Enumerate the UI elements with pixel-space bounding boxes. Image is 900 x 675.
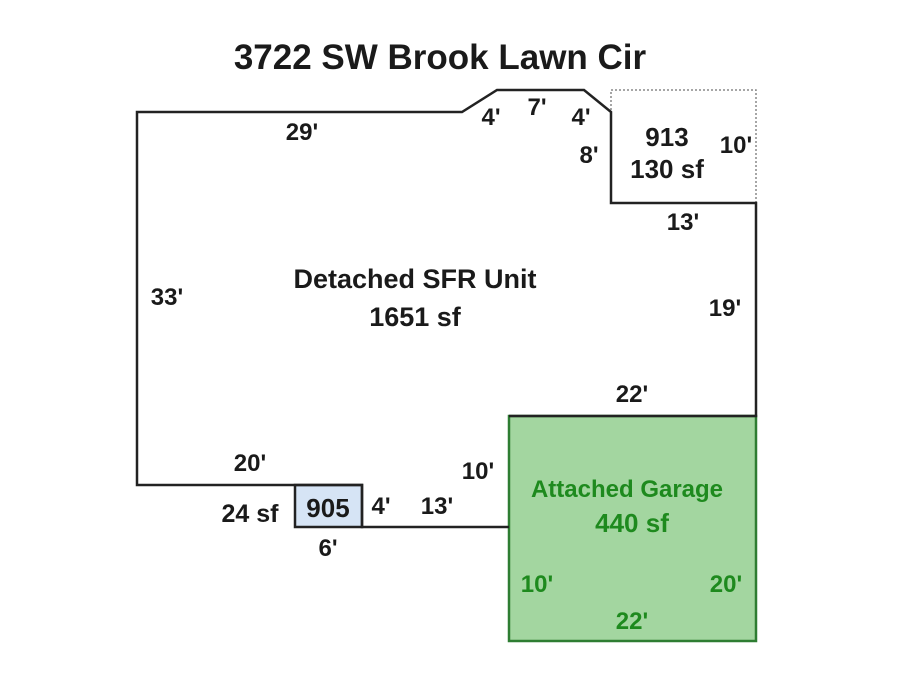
room-905-area: 24 sf (222, 500, 280, 528)
room-913-code: 913 (645, 122, 688, 152)
garage-area (507, 414, 758, 643)
dim-garage-left: 10' (521, 571, 553, 598)
main-unit-area: 1651 sf (369, 302, 462, 332)
garage-name: Attached Garage (531, 476, 723, 503)
main-unit-outline (135, 88, 758, 529)
dim-garage-top: 22' (616, 381, 648, 408)
room-905-code: 905 (306, 493, 349, 523)
room-913-area: 130 sf (630, 154, 704, 184)
dim-garage-bottom: 22' (616, 608, 648, 635)
dim-bottom-left: 20' (234, 450, 266, 477)
dim-left-side: 33' (151, 284, 183, 311)
dim-bay-left: 4' (481, 104, 500, 131)
main-unit-name: Detached SFR Unit (293, 264, 536, 294)
dim-step-13: 13' (667, 209, 699, 236)
dim-bottom-13: 13' (421, 493, 453, 520)
dim-bay-right-side: 8' (579, 142, 598, 169)
dim-bay-top: 7' (527, 94, 546, 121)
dim-garage-right: 20' (710, 571, 742, 598)
room-913-outline (610, 89, 757, 204)
dim-room-905-side: 4' (371, 493, 390, 520)
dim-bay-right: 4' (571, 104, 590, 131)
dim-top-left: 29' (286, 119, 318, 146)
page-title: 3722 SW Brook Lawn Cir (234, 38, 647, 77)
dim-room-905-bottom: 6' (318, 535, 337, 562)
garage-area-label: 440 sf (595, 508, 669, 538)
dim-room-913-right: 10' (720, 132, 752, 159)
dim-right-side: 19' (709, 295, 741, 322)
dim-step-10: 10' (462, 458, 494, 485)
